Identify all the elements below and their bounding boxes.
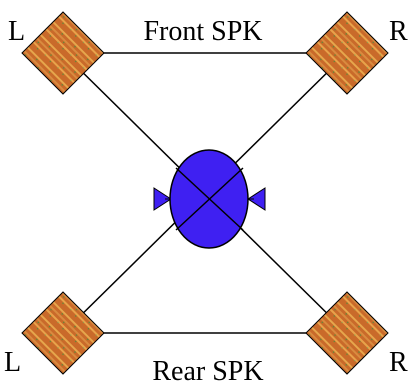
rear-left-label: L	[4, 347, 21, 378]
diamond-speaker-icon	[21, 291, 105, 375]
front-right-speaker	[305, 11, 389, 95]
front-left-speaker	[21, 11, 105, 95]
rear-right-label: R	[389, 347, 408, 378]
rear-left-speaker	[21, 291, 105, 375]
arrow-right-icon	[247, 187, 266, 211]
diamond-speaker-icon	[21, 11, 105, 95]
arrow-left-icon	[153, 187, 172, 211]
overlay-lines	[175, 167, 244, 231]
front-right-label: R	[389, 16, 408, 47]
front-left-label: L	[8, 16, 25, 47]
front-title: Front SPK	[143, 16, 262, 47]
diamond-speaker-icon	[305, 291, 389, 375]
rear-title: Rear SPK	[152, 356, 263, 387]
rear-right-speaker	[305, 291, 389, 375]
diamond-speaker-icon	[305, 11, 389, 95]
